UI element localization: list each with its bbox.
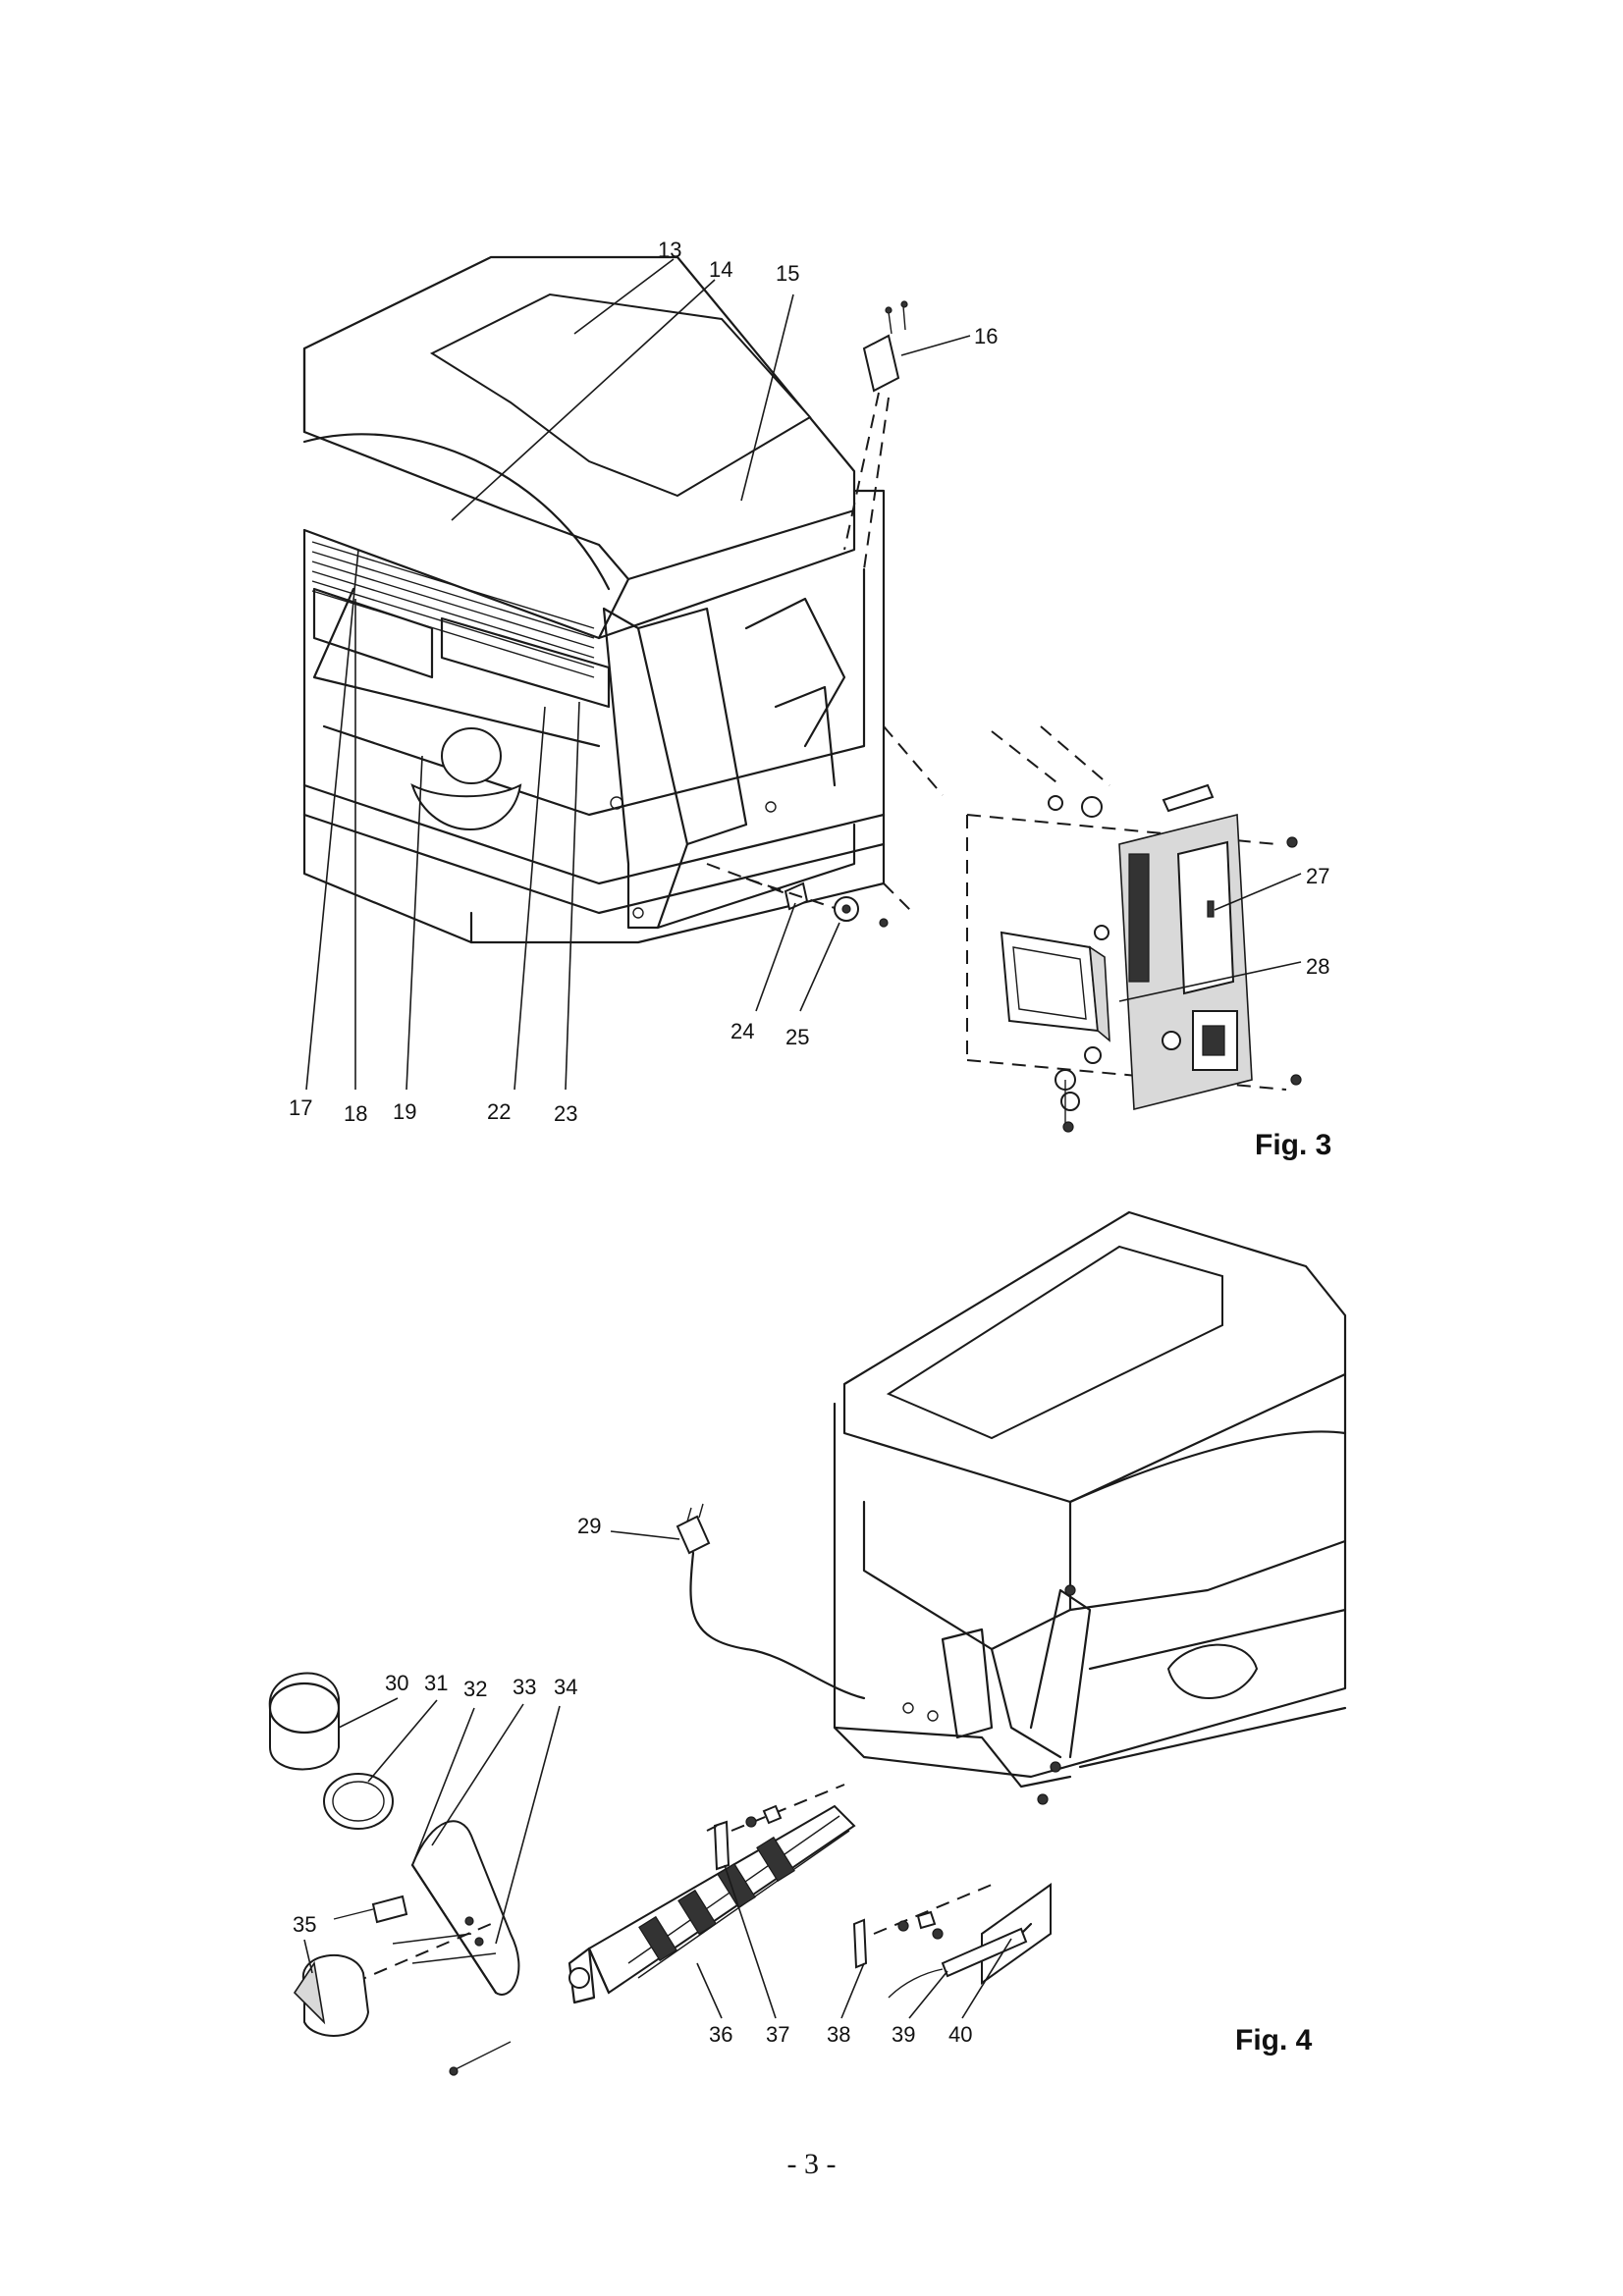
figure-3-leader-lines bbox=[305, 258, 1302, 1091]
callout-14: 14 bbox=[709, 257, 732, 282]
callout-23: 23 bbox=[554, 1101, 577, 1126]
callout-32: 32 bbox=[463, 1677, 487, 1701]
callout-19: 19 bbox=[393, 1099, 416, 1124]
figure-4-leader-lines bbox=[303, 1530, 1012, 2019]
callout-17: 17 bbox=[289, 1095, 312, 1120]
callout-15: 15 bbox=[776, 261, 799, 286]
heater-body-front bbox=[302, 255, 908, 944]
callout-29: 29 bbox=[577, 1514, 601, 1538]
callout-18: 18 bbox=[344, 1101, 367, 1126]
figure-3-exploded-view: 13 14 15 16 17 18 19 22 23 24 25 27 28 F… bbox=[289, 238, 1331, 1161]
callout-35: 35 bbox=[293, 1912, 316, 1937]
callout-37: 37 bbox=[766, 2022, 789, 2047]
callout-40: 40 bbox=[948, 2022, 972, 2047]
callout-22: 22 bbox=[487, 1099, 511, 1124]
callout-31: 31 bbox=[424, 1671, 448, 1695]
callout-30: 30 bbox=[385, 1671, 408, 1695]
figure-3-caption: Fig. 3 bbox=[1255, 1129, 1331, 1161]
callout-24: 24 bbox=[730, 1019, 754, 1043]
callout-36: 36 bbox=[709, 2022, 732, 2047]
power-cord bbox=[676, 1503, 866, 1700]
callout-16: 16 bbox=[974, 324, 998, 348]
callout-33: 33 bbox=[513, 1675, 536, 1699]
callout-34: 34 bbox=[554, 1675, 577, 1699]
heater-body-rear bbox=[833, 1210, 1347, 1805]
callout-25: 25 bbox=[785, 1025, 809, 1049]
control-board-assembly bbox=[883, 725, 1302, 1133]
callout-38: 38 bbox=[827, 2022, 850, 2047]
callout-28: 28 bbox=[1306, 954, 1329, 979]
page-number: - 3 - bbox=[786, 2148, 837, 2180]
figure-4-exploded-view: 29 30 31 32 33 34 35 36 37 38 39 40 Fig.… bbox=[268, 1210, 1347, 2076]
motor-assembly bbox=[268, 1672, 520, 2076]
callout-39: 39 bbox=[892, 2022, 915, 2047]
figure-4-callouts: 29 30 31 32 33 34 35 36 37 38 39 40 bbox=[293, 1514, 972, 2047]
callout-13: 13 bbox=[658, 238, 681, 262]
front-grille bbox=[311, 541, 595, 678]
figure-4-caption: Fig. 4 bbox=[1235, 2024, 1313, 2056]
callout-27: 27 bbox=[1306, 864, 1329, 888]
fan-wheel bbox=[568, 1804, 856, 2004]
figure-3-callouts: 13 14 15 16 17 18 19 22 23 24 25 27 28 bbox=[289, 238, 1329, 1126]
